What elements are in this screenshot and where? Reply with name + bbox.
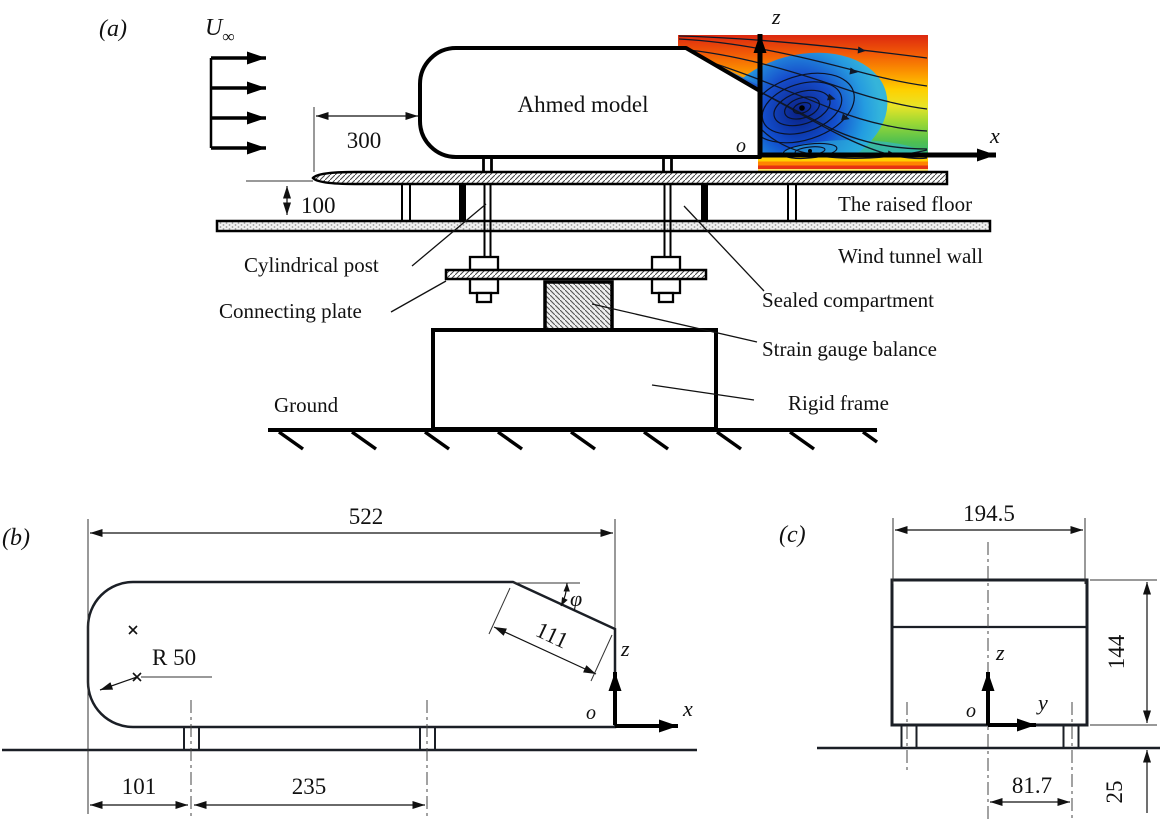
dim-101-label: 101 [122,774,157,799]
z-axis-label-b: z [620,636,630,661]
origin-label-c: o [966,700,976,722]
freestream-symbol: U∞ [205,15,234,46]
origin-label: o [736,135,746,157]
dim-111-label: 111 [532,617,572,654]
strain-gauge-label: Strain gauge balance [762,337,937,361]
radius-center-marks [128,625,142,682]
compartment-supports [401,184,797,221]
raised-floor-label: The raised floor [838,192,972,216]
strain-gauge-leader [591,303,758,343]
boundary-layer-bands [757,157,928,172]
ground-label: Ground [274,393,339,417]
sealed-compartment-label: Sealed compartment [762,288,934,312]
dim-300-label: 300 [347,128,382,153]
sealed-compartment-leader [683,205,765,292]
dim-522-label: 522 [349,504,384,529]
origin-label-b: o [586,702,596,724]
panel-a-tag: (a) [99,16,127,42]
slant-angle-arc [560,582,570,607]
wind-tunnel-wall-label: Wind tunnel wall [838,244,983,268]
dim-1945-label: 194.5 [963,501,1015,526]
rigid-frame [431,328,718,431]
secondary-vortex-core [808,149,812,153]
cylindrical-post-label: Cylindrical post [244,253,379,277]
panel-c-tag: (c) [779,522,806,548]
ground-hatch [277,430,879,451]
x-axis-label: x [989,123,1000,148]
dim-235-label: 235 [292,774,327,799]
raised-floor [311,170,949,186]
dim-111-tick-top [488,587,511,635]
slant-angle-label: φ [570,586,582,611]
radius-arrow [99,676,138,691]
posts-c [900,725,1080,748]
dim-111-tick-bottom [590,634,613,682]
x-axis-label-b: x [682,696,693,721]
nose-radius-label: R 50 [152,645,196,670]
posts-b [183,727,436,750]
dim-100-label: 100 [301,193,336,218]
dim-144-label: 144 [1104,634,1129,669]
u-symbol: U [205,15,224,41]
rigid-frame-label: Rigid frame [788,391,889,415]
dim-25-label: 25 [1102,781,1127,804]
under-body-gap [676,159,758,173]
cylindrical-posts [482,157,673,173]
dim-817-label: 81.7 [1012,773,1052,798]
dim-111-line [493,626,597,675]
panel-a: Ahmed model z x o [99,4,1000,451]
inflow-arrows [209,51,266,155]
wind-tunnel-wall [215,219,992,233]
ahmed-model-body [418,46,762,159]
connecting-plate-leader [390,280,447,313]
infinity-subscript: ∞ [222,27,234,46]
connecting-plate [444,268,708,281]
panel-c: (c) 194.5 z y o 144 25 81.7 [779,501,1160,820]
z-axis-label-c: z [995,640,1005,665]
cylindrical-post-leader [411,203,487,267]
rigid-frame-leader [651,384,755,401]
ahmed-model-label: Ahmed model [518,92,649,117]
primary-vortex-core [799,105,805,111]
panel-b: (b) 522 R 50 φ 111 [2,504,697,818]
connecting-plate-label: Connecting plate [219,299,362,323]
panel-b-tag: (b) [2,525,30,551]
y-axis-label-c: y [1036,690,1048,715]
z-axis-label: z [771,4,781,29]
